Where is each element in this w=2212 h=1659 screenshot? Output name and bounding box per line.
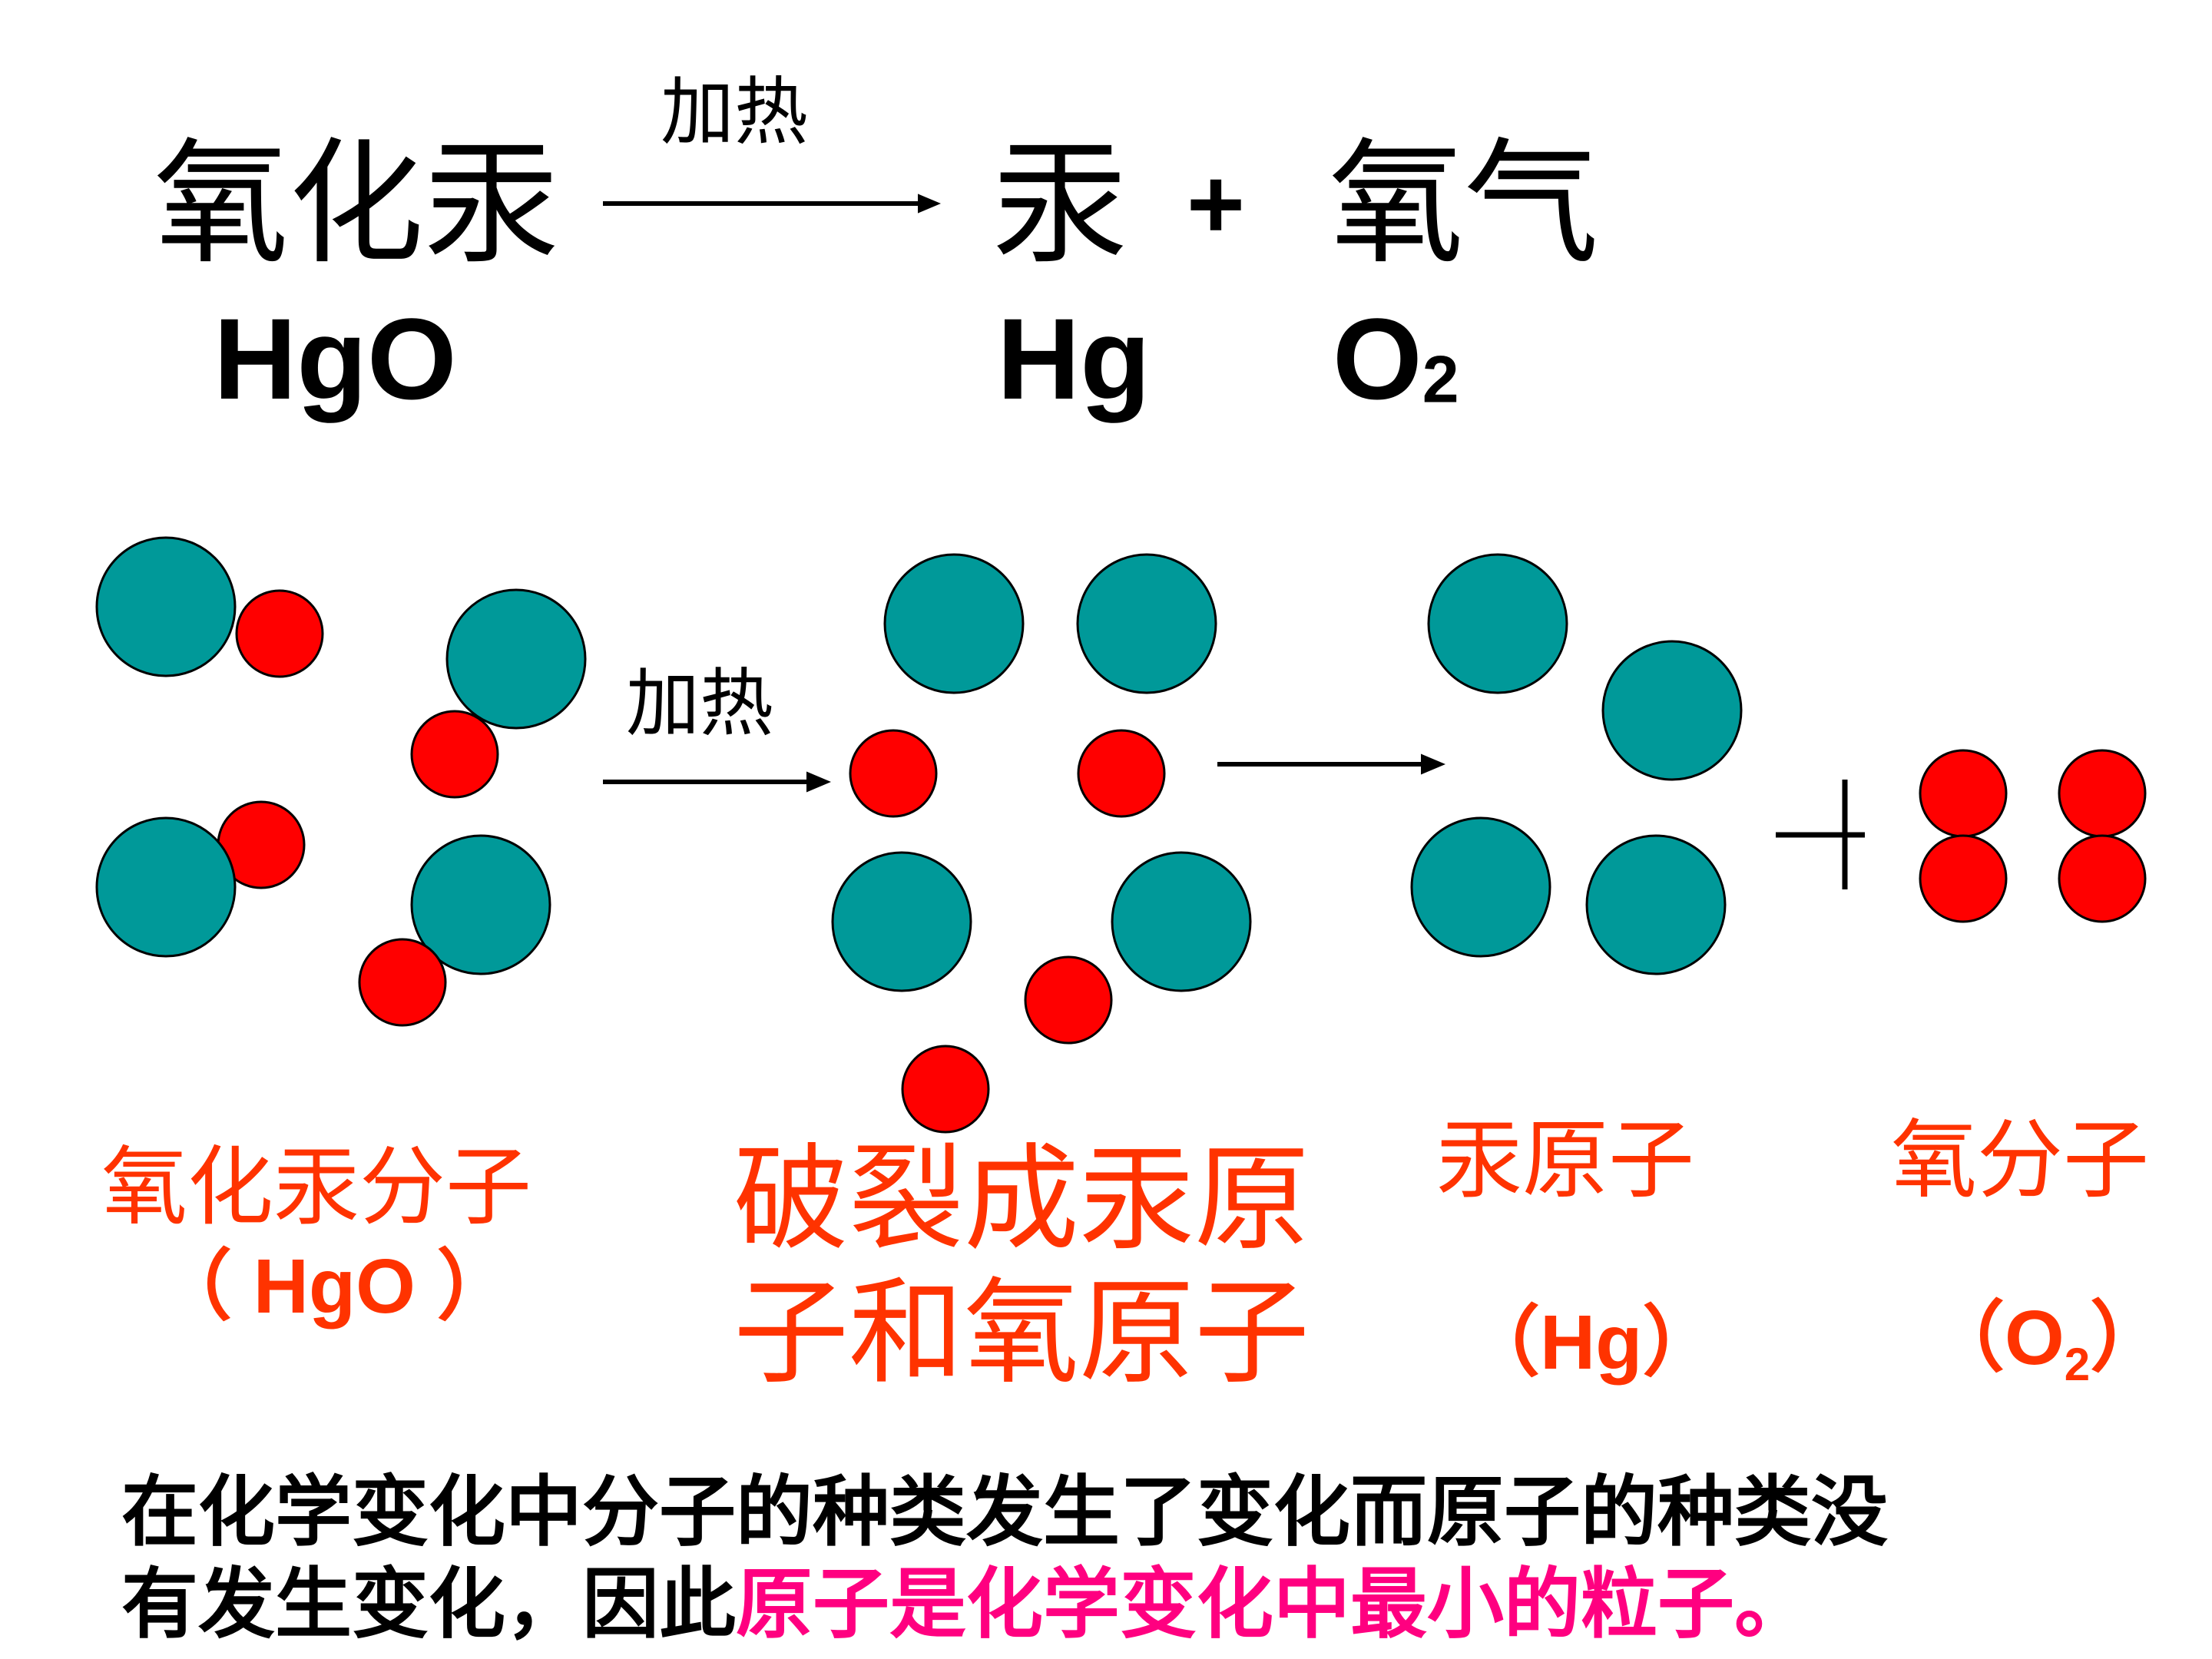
mercury-atom xyxy=(1076,553,1217,694)
conclusion-line1: 在化学变化中分子的种类发生了变化而原子的种类没 xyxy=(121,1467,1888,1557)
mercury-atom xyxy=(445,588,587,730)
mercury-atom xyxy=(1111,851,1252,992)
oxygen-atom xyxy=(2058,749,2147,838)
product2-formula: O2 xyxy=(1333,294,1459,423)
hgo-molecule-label: 氧化汞分子 xyxy=(101,1137,531,1237)
oxygen-atom xyxy=(901,1045,990,1134)
diagram-condition: 加热 xyxy=(626,661,773,747)
mercury-atom xyxy=(831,851,972,992)
mercury-atom xyxy=(1410,816,1551,958)
oxygen-atom xyxy=(358,938,447,1027)
equation-arrow-head xyxy=(918,194,941,214)
reactant-formula: HgO xyxy=(214,294,457,423)
oxygen-atom xyxy=(410,710,499,799)
equation-plus: + xyxy=(1187,147,1245,260)
mercury-atom xyxy=(95,816,237,958)
heating-arrow-head xyxy=(806,771,831,793)
oxygen-atom xyxy=(235,589,324,678)
oxygen-atom xyxy=(2058,834,2147,923)
reactant-name: 氧化汞 xyxy=(154,125,560,283)
mercury-atom xyxy=(883,553,1025,694)
equation-condition: 加热 xyxy=(661,69,808,155)
hg-formula-label: （Hg） xyxy=(1463,1297,1720,1387)
hg-atom-label: 汞原子 xyxy=(1436,1111,1694,1210)
oxygen-atom xyxy=(1919,834,2008,923)
mercury-atom xyxy=(1585,834,1727,975)
products-arrow-head xyxy=(1421,753,1445,775)
o2-molecule-label: 氧分子 xyxy=(1891,1111,2149,1210)
oxygen-atom xyxy=(1024,955,1113,1045)
split-label-line1: 破裂成汞原 xyxy=(733,1133,1310,1267)
conclusion-line2: 有发生变化，因此原子是化学变化中最小的粒子。 xyxy=(121,1559,1811,1650)
mercury-atom xyxy=(95,536,237,677)
o2-formula-label: （O2） xyxy=(1928,1293,2167,1390)
split-label-line2: 子和氧原子 xyxy=(733,1267,1310,1400)
oxygen-atom xyxy=(1919,749,2008,838)
oxygen-atom xyxy=(1077,729,1166,818)
mercury-atom xyxy=(1427,553,1568,694)
product1-name: 汞 xyxy=(992,125,1128,283)
product2-name: 氧气 xyxy=(1329,125,1600,283)
mercury-atom xyxy=(410,834,551,975)
product1-formula: Hg xyxy=(997,294,1151,423)
hgo-formula-label: （ HgO ） xyxy=(155,1243,514,1330)
oxygen-atom xyxy=(849,729,938,818)
mercury-atom xyxy=(1601,640,1743,781)
conclusion-line2-highlight: 原子是化学变化中最小的粒子。 xyxy=(736,1559,1811,1649)
conclusion-line2-black: 有发生变化，因此 xyxy=(121,1559,736,1649)
